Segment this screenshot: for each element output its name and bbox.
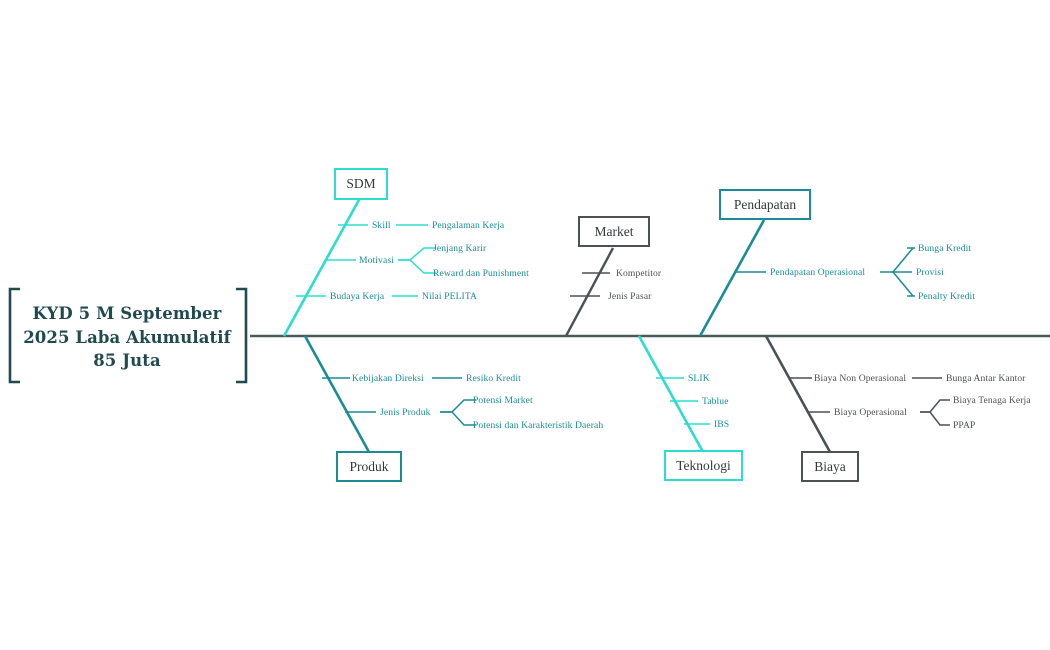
cause-label-biaya-operasional: Biaya Operasional — [834, 407, 907, 418]
branch-pendapatan — [698, 219, 915, 337]
cause-label-bunga-kredit: Bunga Kredit — [918, 243, 972, 254]
category-box-teknologi[interactable]: Teknologi — [664, 450, 743, 481]
category-box-pendapatan[interactable]: Pendapatan — [719, 189, 811, 220]
cause-label-pendapatan-operasional: Pendapatan Operasional — [770, 267, 866, 278]
cause-label-pengalaman-kerja: Pengalaman Kerja — [432, 220, 505, 231]
cause-label-jenis-pasar: Jenis Pasar — [608, 291, 652, 302]
title-line-3: 85 Juta — [93, 351, 161, 371]
cause-label-kompetitor: Kompetitor — [616, 268, 662, 279]
cause-label-nilai-pelita: Nilai PELITA — [422, 291, 478, 302]
branch-teknologi — [637, 335, 710, 453]
category-box-biaya[interactable]: Biaya — [801, 451, 859, 482]
branch-produk — [303, 335, 476, 453]
cause-label-ppap: PPAP — [953, 420, 976, 431]
problem-statement: KYD 5 M September 2025 Laba Akumulatif 8… — [8, 295, 246, 380]
cause-label-potensi-market: Potensi Market — [473, 395, 533, 406]
title-bracket — [8, 287, 248, 384]
cause-label-biaya-non-operasional: Biaya Non Operasional — [814, 373, 907, 384]
category-label-biaya: Biaya — [814, 458, 846, 474]
page-title: KYD 5 M September 2025 Laba Akumulatif 8… — [23, 302, 231, 372]
cause-label-reward-dan-punishment: Reward dan Punishment — [433, 268, 529, 279]
category-label-sdm: SDM — [346, 176, 376, 191]
cause-label-kebijakan-direksi: Kebijakan Direksi — [352, 373, 424, 384]
category-label-pendapatan: Pendapatan — [733, 196, 797, 212]
category-box-market[interactable]: Market — [578, 216, 650, 247]
cause-label-slik: SLIK — [688, 373, 710, 384]
cause-label-provisi: Provisi — [916, 267, 944, 278]
cause-label-budaya-kerja: Budaya Kerja — [330, 291, 385, 302]
cause-label-ibs: IBS — [714, 419, 730, 430]
cause-label-bunga-antar-kantor: Bunga Antar Kantor — [946, 373, 1026, 384]
title-line-2: 2025 Laba Akumulatif — [23, 327, 231, 347]
branch-market — [564, 247, 615, 337]
cause-label-jenjang-karir: Jenjang Karir — [433, 243, 487, 254]
branch-biaya — [764, 335, 950, 453]
cause-label-penalty-kredit: Penalty Kredit — [918, 291, 976, 302]
cause-label-potensi-karakteristik: Potensi dan Karakteristik Daerah — [473, 420, 604, 431]
category-box-produk[interactable]: Produk — [336, 451, 402, 482]
cause-label-jenis-produk: Jenis Produk — [380, 407, 431, 418]
cause-label-resiko-kredit: Resiko Kredit — [466, 373, 521, 384]
category-label-teknologi: Teknologi — [676, 457, 731, 473]
cause-label-tablue: Tablue — [702, 396, 729, 407]
cause-label-biaya-tenaga-kerja: Biaya Tenaga Kerja — [953, 395, 1031, 406]
branch-sdm — [282, 197, 436, 337]
title-line-1: KYD 5 M September — [32, 304, 222, 324]
category-box-sdm[interactable]: SDM — [334, 168, 388, 200]
cause-label-skill: Skill — [372, 220, 391, 231]
category-label-produk: Produk — [349, 458, 389, 474]
cause-label-motivasi: Motivasi — [359, 255, 394, 266]
category-label-market: Market — [594, 223, 634, 239]
